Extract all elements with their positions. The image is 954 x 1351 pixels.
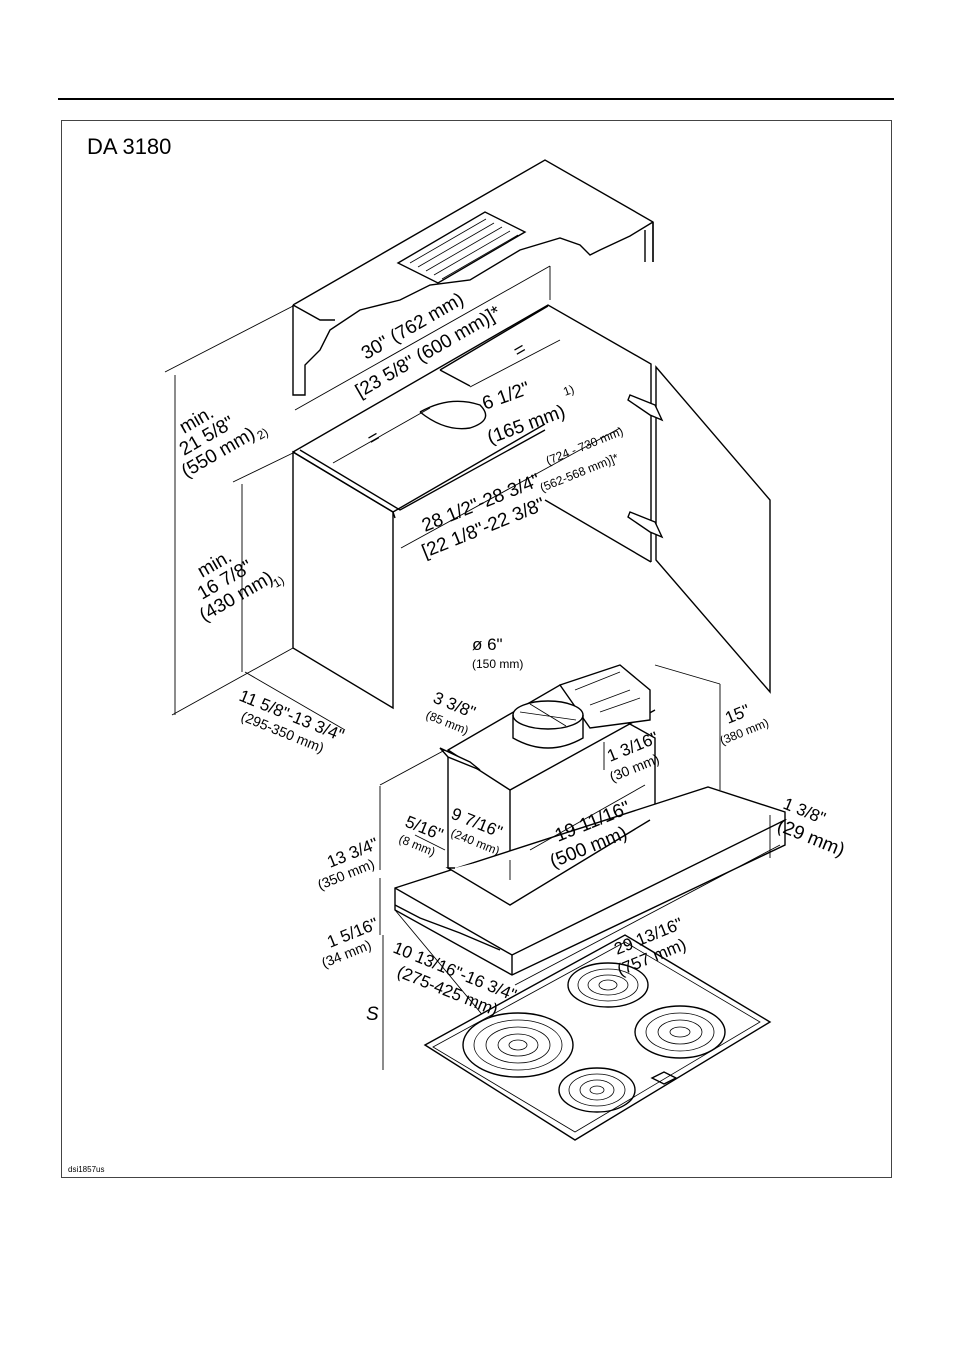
dim-equal-left: = xyxy=(364,427,384,451)
range-hood xyxy=(394,664,786,976)
cabinet-left-panel xyxy=(292,450,394,710)
hinge-lower xyxy=(627,511,664,539)
burner-back-left xyxy=(567,962,649,1008)
hinge-upper xyxy=(627,394,664,422)
vent-grille xyxy=(396,211,527,284)
model-title: DA 3180 xyxy=(87,134,172,159)
upper-dimension-lines xyxy=(164,265,621,731)
upper-cabinet-top xyxy=(292,159,654,396)
cooktop xyxy=(423,934,772,1141)
dim-duct-dia-1: ø 6" xyxy=(472,635,503,654)
dim-inner-height-note: 1) xyxy=(271,573,287,590)
figure-code: dsi1857us xyxy=(68,1165,105,1174)
control-icon xyxy=(650,1071,678,1085)
hood-dimension-lines xyxy=(379,664,781,1070)
burner-large-front xyxy=(462,1012,574,1078)
dim-duct-dia-2: (150 mm) xyxy=(472,657,523,671)
dim-equal-right: = xyxy=(510,339,530,363)
dim-duct-offset-note: 1) xyxy=(561,382,576,399)
top-rule xyxy=(58,98,894,100)
burner-back-right xyxy=(634,1005,726,1059)
cabinet-box xyxy=(292,304,771,710)
cooktop-surface xyxy=(423,934,772,1141)
figure-frame xyxy=(61,120,892,1178)
cabinet-door xyxy=(655,365,771,694)
burner-front-small xyxy=(558,1067,636,1113)
dim-safety-distance: S xyxy=(366,1004,379,1025)
dim-duct-offset-1: 6 1/2" xyxy=(480,378,533,414)
